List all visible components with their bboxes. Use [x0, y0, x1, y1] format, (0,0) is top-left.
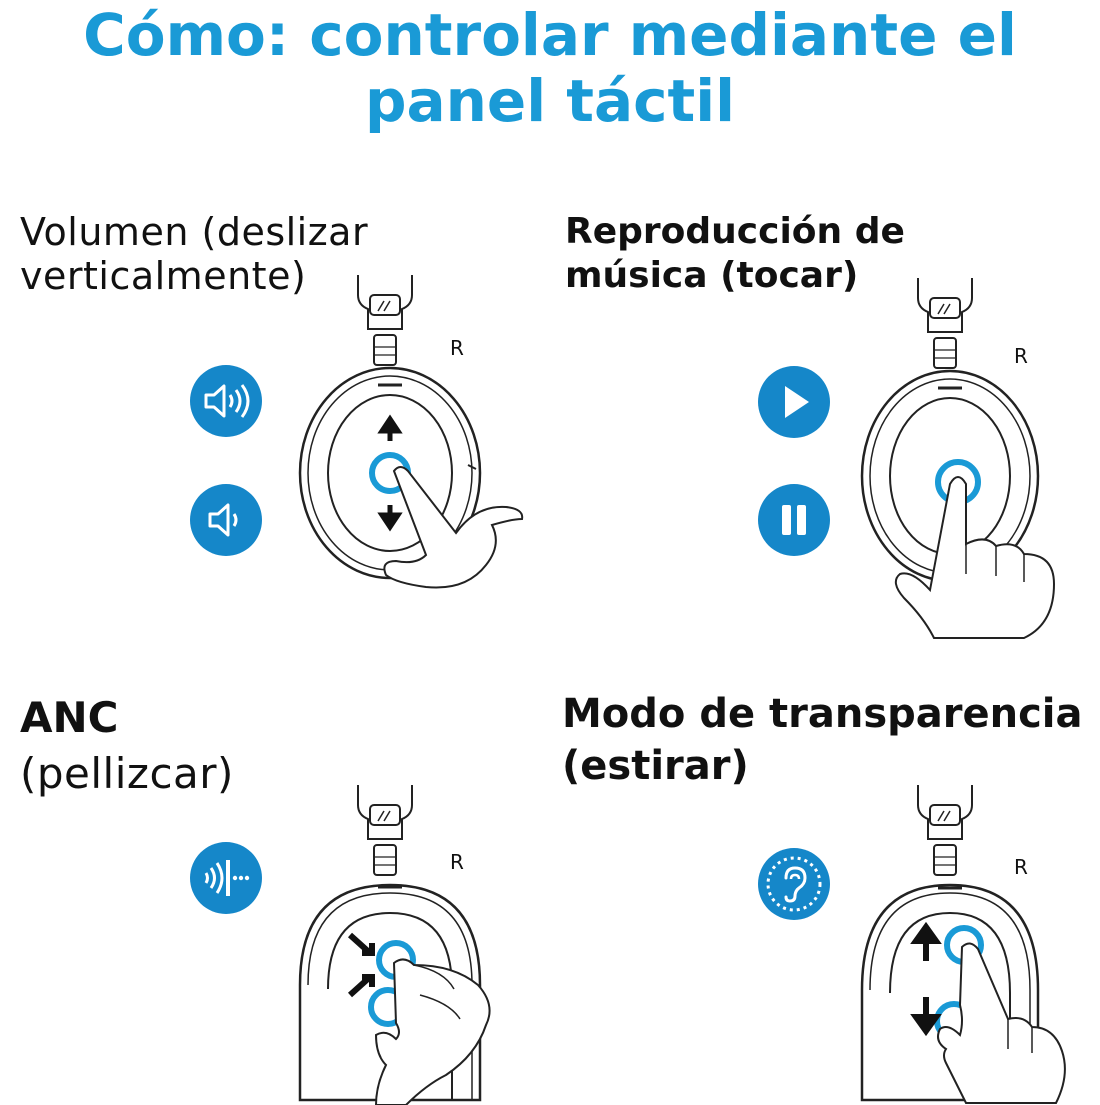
transparency-label-line-1: Modo de transparencia	[562, 691, 1083, 737]
volume-label-line-1: Volumen (deslizar	[20, 210, 369, 254]
transparency-ear-icon[interactable]	[758, 848, 830, 920]
title-line-1: Cómo: controlar mediante el	[83, 1, 1017, 69]
music-label-line-2: música (tocar)	[565, 255, 859, 296]
transparency-label: Modo de transparencia (estirar)	[562, 688, 1083, 792]
headphone-right-earcup	[298, 785, 491, 1105]
anc-label: ANC (pellizcar)	[20, 690, 234, 802]
transparency-label-line-2: (estirar)	[562, 743, 749, 789]
anc-label-line-2: (pellizcar)	[20, 749, 234, 798]
music-label-line-1: Reproducción de	[565, 211, 905, 252]
anc-icon[interactable]	[190, 842, 262, 914]
volume-down-icon[interactable]	[190, 484, 262, 556]
right-ear-marker: R	[450, 336, 464, 360]
title-line-2: panel táctil	[364, 67, 736, 135]
headphone-right-earcup	[298, 275, 524, 589]
anc-label-line-1: ANC	[20, 693, 119, 742]
headphone-right-earcup	[860, 785, 1066, 1104]
page-title: Cómo: controlar mediante el panel táctil	[0, 0, 1100, 134]
right-ear-marker: R	[1014, 855, 1028, 879]
headphone-right-earcup	[860, 278, 1056, 639]
right-ear-marker: R	[1014, 344, 1028, 368]
music-label: Reproducción de música (tocar)	[565, 210, 905, 298]
play-icon[interactable]	[758, 366, 830, 438]
volume-label-line-2: verticalmente)	[20, 254, 307, 298]
pause-icon[interactable]	[758, 484, 830, 556]
volume-label: Volumen (deslizar verticalmente)	[20, 210, 368, 298]
volume-up-icon[interactable]	[190, 365, 262, 437]
right-ear-marker: R	[450, 850, 464, 874]
